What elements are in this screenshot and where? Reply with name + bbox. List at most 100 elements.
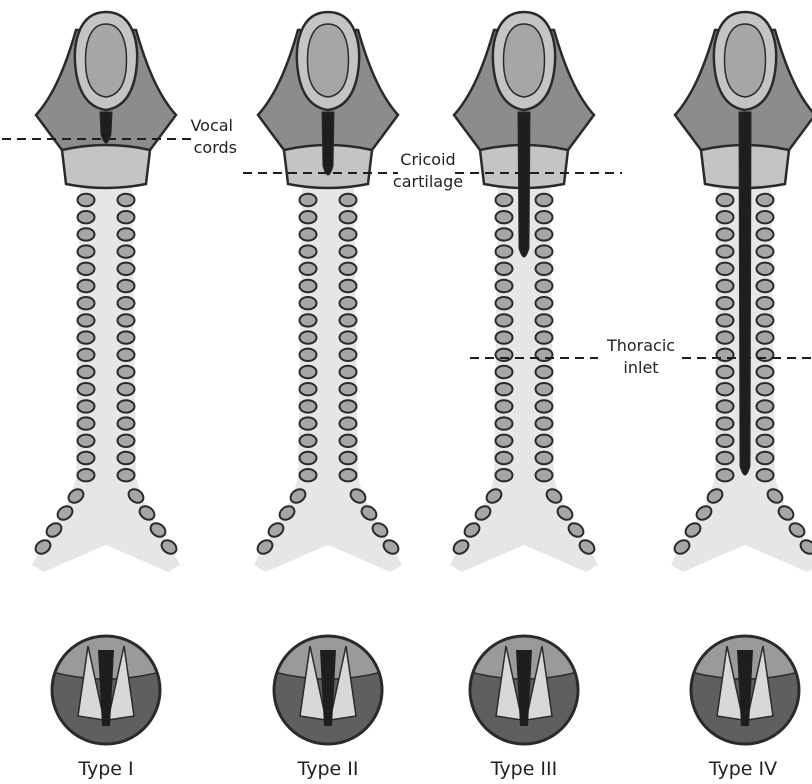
tracheal-ring [496, 452, 513, 464]
tracheal-ring [496, 383, 513, 395]
tracheal-ring [496, 349, 513, 361]
tracheal-ring [717, 211, 734, 223]
epiglottis-inner [725, 24, 766, 97]
tracheal-ring [717, 366, 734, 378]
figure-1 [32, 12, 180, 744]
tracheal-ring [717, 349, 734, 361]
tracheal-ring [118, 435, 135, 447]
tracheal-ring [757, 194, 774, 206]
vocal-cords-label-2: cords [194, 138, 237, 157]
tracheal-ring [757, 314, 774, 326]
tracheal-ring [496, 297, 513, 309]
tracheal-ring [340, 297, 357, 309]
vocal-cords-label: Vocal [190, 116, 233, 135]
tracheal-ring [118, 349, 135, 361]
tracheal-ring [340, 280, 357, 292]
tracheal-ring [757, 383, 774, 395]
tracheal-ring [757, 297, 774, 309]
tracheal-ring [300, 211, 317, 223]
epiglottis-inner [86, 24, 127, 97]
tracheal-ring [118, 366, 135, 378]
tracheal-ring [118, 194, 135, 206]
tracheal-ring [496, 211, 513, 223]
tracheal-ring [118, 469, 135, 481]
tracheal-ring [717, 452, 734, 464]
figure-3 [450, 12, 598, 744]
tracheal-ring [496, 417, 513, 429]
tracheal-ring [757, 245, 774, 257]
tracheal-ring [717, 297, 734, 309]
tracheal-ring [536, 245, 553, 257]
figure-2 [254, 12, 402, 744]
tracheal-ring [717, 435, 734, 447]
tracheal-ring [536, 211, 553, 223]
tracheal-ring [757, 366, 774, 378]
tracheal-ring [496, 245, 513, 257]
tracheal-ring [340, 349, 357, 361]
tracheal-ring [78, 469, 95, 481]
tracheal-ring [78, 417, 95, 429]
tracheal-ring [118, 245, 135, 257]
tracheal-ring [757, 469, 774, 481]
tracheal-ring [717, 469, 734, 481]
tracheal-ring [300, 280, 317, 292]
tracheal-ring [536, 280, 553, 292]
tracheal-ring [300, 314, 317, 326]
tracheal-ring [717, 280, 734, 292]
posterior-cleft [518, 112, 530, 257]
cricoid-label: Cricoid [400, 150, 455, 169]
tracheal-ring [118, 314, 135, 326]
tracheal-ring [717, 263, 734, 275]
tracheal-ring [340, 245, 357, 257]
tracheal-ring [340, 331, 357, 343]
tracheal-ring [300, 435, 317, 447]
tracheal-ring [78, 331, 95, 343]
tracheal-ring [496, 263, 513, 275]
tracheal-ring [118, 331, 135, 343]
tracheal-ring [536, 417, 553, 429]
tracheal-ring [340, 417, 357, 429]
tracheal-ring [340, 452, 357, 464]
tracheal-ring [717, 194, 734, 206]
tracheal-ring [496, 280, 513, 292]
tracheal-ring [536, 383, 553, 395]
tracheal-ring [757, 280, 774, 292]
tracheal-ring [340, 228, 357, 240]
tracheal-ring [118, 211, 135, 223]
tracheal-ring [536, 314, 553, 326]
tracheal-ring [757, 349, 774, 361]
tracheal-ring [300, 194, 317, 206]
tracheal-ring [757, 400, 774, 412]
tracheal-ring [340, 314, 357, 326]
tracheal-ring [300, 400, 317, 412]
tracheal-ring [496, 228, 513, 240]
type-label-3: Type III [490, 758, 558, 780]
tracheal-ring [118, 452, 135, 464]
tracheal-ring [78, 263, 95, 275]
tracheal-ring [340, 366, 357, 378]
tracheal-ring [757, 211, 774, 223]
tracheal-ring [78, 245, 95, 257]
tracheal-ring [536, 349, 553, 361]
type-label-4: Type IV [708, 758, 777, 780]
tracheal-ring [118, 383, 135, 395]
tracheal-ring [496, 435, 513, 447]
tracheal-ring [757, 452, 774, 464]
tracheal-ring [78, 400, 95, 412]
tracheal-ring [78, 314, 95, 326]
tracheal-ring [78, 280, 95, 292]
epiglottis-inner [308, 24, 349, 97]
tracheal-ring [717, 383, 734, 395]
tracheal-ring [536, 400, 553, 412]
tracheal-ring [78, 297, 95, 309]
tracheal-ring [300, 263, 317, 275]
tracheal-ring [300, 366, 317, 378]
tracheal-ring [757, 417, 774, 429]
tracheal-ring [717, 331, 734, 343]
trachea [32, 185, 180, 572]
trachea [254, 185, 402, 572]
tracheal-ring [78, 435, 95, 447]
tracheal-ring [496, 314, 513, 326]
tracheal-ring [78, 349, 95, 361]
